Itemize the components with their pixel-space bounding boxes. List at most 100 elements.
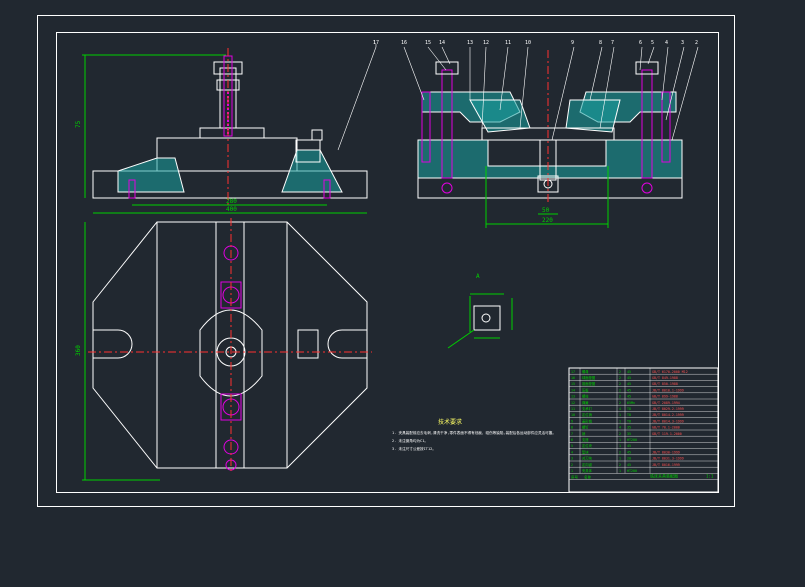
title-row-cell: JB/T 8029.2-1999 — [652, 407, 684, 411]
title-row-cell: 1 — [619, 413, 621, 417]
title-row-cell: 16 — [571, 376, 575, 380]
balloon-number: 4 — [665, 40, 668, 46]
title-row-cell: 销 — [582, 431, 586, 436]
balloon-number: 11 — [505, 40, 511, 46]
balloon-leader — [519, 46, 529, 129]
balloon-leader — [665, 46, 685, 121]
title-row-cell: 13 — [571, 395, 575, 399]
section-workpiece — [481, 127, 615, 141]
balloon-leader — [499, 46, 509, 111]
title-row-cell: 3 — [571, 457, 573, 461]
title-row-cell: 5 — [571, 444, 573, 448]
balloon-number: 10 — [525, 40, 531, 46]
balloon-leader — [647, 46, 655, 65]
title-row-cell: 45 — [627, 376, 631, 380]
title-row-cell: 螺母 — [582, 369, 589, 374]
balloon-number: 2 — [695, 40, 698, 46]
section-nut-right — [635, 61, 659, 75]
section-bottom-nut — [537, 175, 559, 193]
top-slot-right — [327, 329, 367, 359]
title-row-cell: 螺柱 — [582, 394, 589, 399]
title-row-cell: 14 — [571, 388, 575, 392]
title-row-cell: 45 — [627, 370, 631, 374]
title-row-cell: 11 — [571, 407, 575, 411]
title-row-cell: 20 — [627, 457, 631, 461]
note-1: 1. 夹具装配前应去毛刺,清洗干净,零件表面不得有划痕、碰伤等缺陷,装配后各运动… — [392, 430, 556, 435]
title-row-cell: 支承钉 — [582, 406, 593, 411]
title-row-cell: 2 — [619, 401, 621, 405]
balloon-number: 3 — [681, 40, 684, 46]
dim-top-height: 360 — [75, 345, 82, 356]
title-row-cell: 15 — [571, 382, 575, 386]
title-row-cell: 定位块 — [582, 443, 593, 448]
front-nut — [213, 61, 243, 75]
front-body — [156, 137, 298, 172]
balloon-leader — [337, 46, 377, 151]
section-nut-left — [435, 61, 459, 75]
title-row-cell: JB/T 8030-1999 — [652, 450, 680, 454]
title-row-cell: JB/T 8014.2-1999 — [652, 413, 684, 417]
note-2: 2. 未注倒角均为C1。 — [392, 438, 428, 443]
balloon-leader — [441, 46, 451, 65]
section-stud-left2 — [441, 69, 453, 179]
top-side-block — [297, 329, 319, 359]
section-view[interactable]: 50 220 — [417, 50, 683, 228]
title-row-cell: 45 — [627, 382, 631, 386]
section-bolt-left — [441, 182, 453, 194]
title-row-cell: 2 — [619, 376, 621, 380]
title-row-cell: HT200 — [627, 438, 637, 442]
title-row-cell: 45 — [627, 450, 631, 454]
title-row-cell: GB/T 850-1988 — [652, 382, 678, 386]
title-row-cell: 菱形销 — [582, 418, 593, 423]
balloon-number: 17 — [373, 40, 379, 46]
front-view[interactable]: 75 400 280 — [75, 48, 368, 214]
detail-block — [473, 305, 501, 331]
title-row-cell: 12 — [571, 401, 575, 405]
title-row-cell: 1 — [619, 469, 621, 473]
front-bolt-left — [128, 179, 136, 199]
front-key — [311, 129, 323, 141]
title-row-cell: 8 — [571, 426, 573, 430]
technical-notes: 技术要求 1. 夹具装配前应去毛刺,清洗干净,零件表面不得有划痕、碰伤等缺陷,装… — [392, 418, 556, 451]
title-row-cell: 2 — [619, 463, 621, 467]
front-bolt-right — [323, 179, 331, 199]
title-row-cell: 定向键 — [582, 462, 593, 467]
title-row-cell: 2 — [619, 370, 621, 374]
title-row-cell: JB/T 8016-1999 — [652, 463, 680, 467]
top-rail — [215, 221, 245, 469]
title-row-cell: HT200 — [627, 469, 637, 473]
balloon-leader — [671, 46, 699, 141]
title-row-cell: 45 — [627, 395, 631, 399]
title-row-cell: 1 — [619, 419, 621, 423]
title-row-cell: T8 — [627, 407, 631, 411]
balloon-leader — [661, 46, 669, 101]
title-row-cell: JB/T 8014.3-1999 — [652, 419, 684, 423]
title-row-cell: 1 — [619, 457, 621, 461]
title-row-cell: 7 — [571, 432, 573, 436]
balloon-leader — [589, 46, 603, 101]
title-row-cell: 锥面垫圈 — [582, 381, 596, 386]
section-stud-right — [641, 69, 653, 179]
title-row-cell: GB/T 2089-1994 — [652, 401, 680, 405]
dim-section-inner: 50 — [542, 207, 550, 214]
drawing-scale: 1:1 — [706, 473, 714, 478]
balloon-number: 9 — [571, 40, 574, 46]
notes-title: 技术要求 — [438, 418, 462, 426]
title-row-cell: 2 — [619, 432, 621, 436]
section-stud-left — [421, 91, 431, 163]
detail-view-a[interactable]: A — [447, 273, 513, 349]
title-row-cell: 45 — [627, 463, 631, 467]
top-view[interactable]: 360 — [75, 218, 372, 481]
outer-frame — [37, 15, 735, 507]
balloon-number: 5 — [651, 40, 654, 46]
title-row-cell: 对刀块 — [582, 456, 593, 461]
detail-label: A — [476, 273, 480, 280]
title-row-cell: 1 — [619, 438, 621, 442]
title-row-cell: 10 — [571, 413, 575, 417]
dim-front-width: 400 — [226, 206, 237, 213]
top-boss — [199, 309, 263, 397]
dim-front-inner: 280 — [226, 198, 237, 205]
title-row-cell: 9 — [571, 419, 573, 423]
